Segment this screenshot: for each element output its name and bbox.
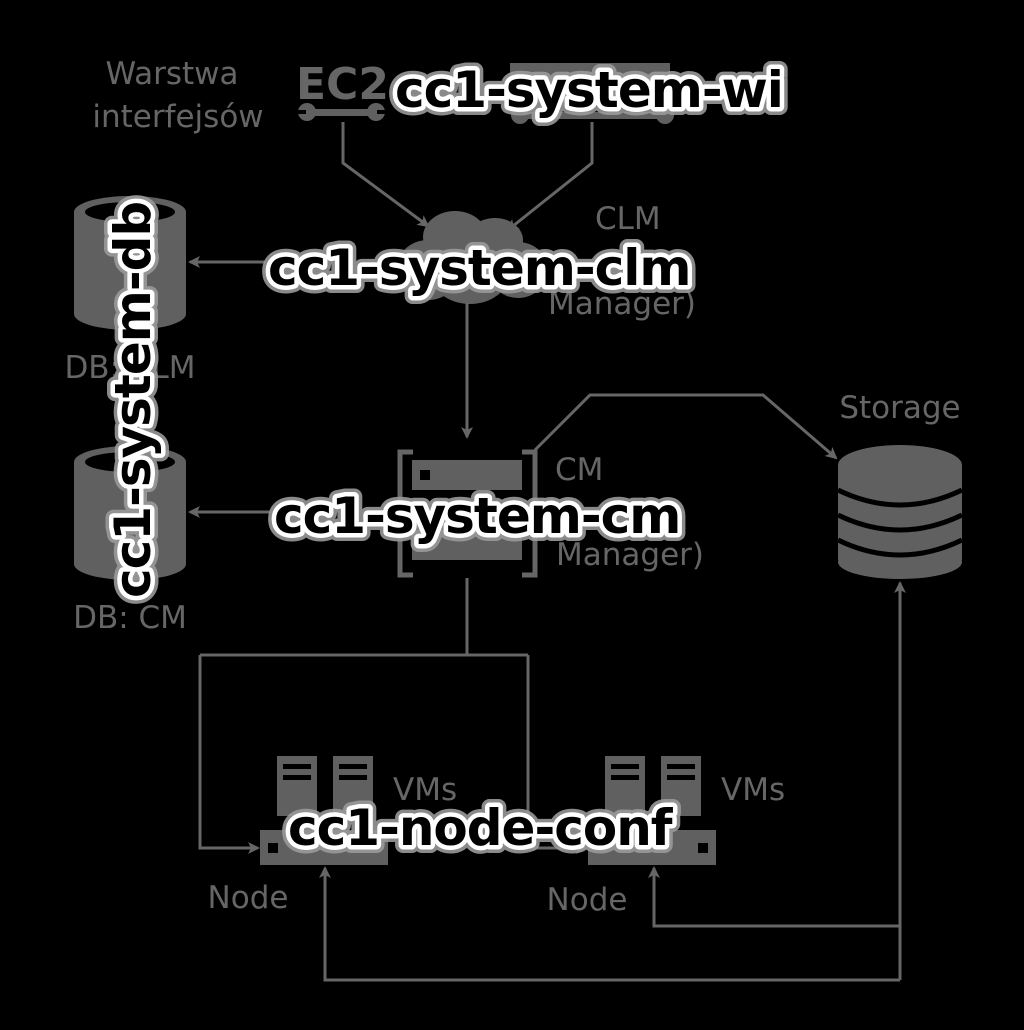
ec2-logo: EC2 xyxy=(296,59,389,121)
overlay-system-wi-glow: cc1-system-wi xyxy=(395,61,783,119)
overlay-system-wi: cc1-system-wi xyxy=(395,61,783,119)
web-interface-logo xyxy=(510,63,674,124)
right-node-server-icon xyxy=(588,830,716,865)
left-node-server-icon xyxy=(260,830,388,865)
wrench-icon xyxy=(511,106,674,124)
overlay-system-clm-glow: cc1-system-clm xyxy=(268,239,690,297)
db-clm-cylinder-icon xyxy=(74,196,186,330)
interfaces-layer-label-line2: interfejsów xyxy=(92,99,263,135)
overlay-system-clm: cc1-system-clm xyxy=(268,239,690,297)
overlay-node-conf: cc1-node-conf xyxy=(288,799,674,857)
db-cm-label: DB: CM xyxy=(73,600,187,636)
left-vms-icon xyxy=(277,756,373,816)
cm-label-line3: Manager) xyxy=(556,537,704,573)
overlay-system-db: cc1-system-db xyxy=(104,202,162,598)
arrow-cm-to-storage xyxy=(533,393,838,460)
overlay-system-cm-glow: cc1-system-cm xyxy=(274,487,680,545)
arrow-storage-to-right-node xyxy=(648,866,900,928)
interfaces-layer-label-line1: Warstwa xyxy=(105,56,238,92)
clm-label-line3: Manager) xyxy=(548,286,696,322)
overlay-node-conf-glow: cc1-node-conf xyxy=(288,799,674,857)
storage-database-icon xyxy=(836,445,964,579)
right-vms-icon xyxy=(605,756,701,816)
clm-cloud-icon xyxy=(396,211,548,304)
arrow-cm-to-right-node xyxy=(526,655,588,854)
arrow-web-to-clm xyxy=(506,122,594,232)
clm-label-line1: CLM xyxy=(595,201,661,237)
overlay-system-cm: cc1-system-cm xyxy=(274,487,680,545)
arrow-ec2-to-clm xyxy=(341,122,430,228)
right-vms-label: VMs xyxy=(721,772,785,808)
arrow-storage-to-left-node xyxy=(319,866,900,982)
left-vms-label: VMs xyxy=(393,772,457,808)
db-cm-cylinder-icon xyxy=(74,446,186,580)
db-clm-label: DB: CLM xyxy=(64,350,195,386)
cm-server-icon xyxy=(397,449,538,578)
wrench-icon xyxy=(298,103,385,121)
overlay-system-db-glow: cc1-system-db xyxy=(104,202,162,598)
left-node-label: Node xyxy=(208,880,289,916)
right-node-label: Node xyxy=(547,882,628,918)
storage-label: Storage xyxy=(839,390,960,426)
cm-label-line1: CM xyxy=(555,452,603,488)
ec2-logo-text: EC2 xyxy=(296,59,389,110)
arrow-cm-to-left-node xyxy=(198,655,260,854)
